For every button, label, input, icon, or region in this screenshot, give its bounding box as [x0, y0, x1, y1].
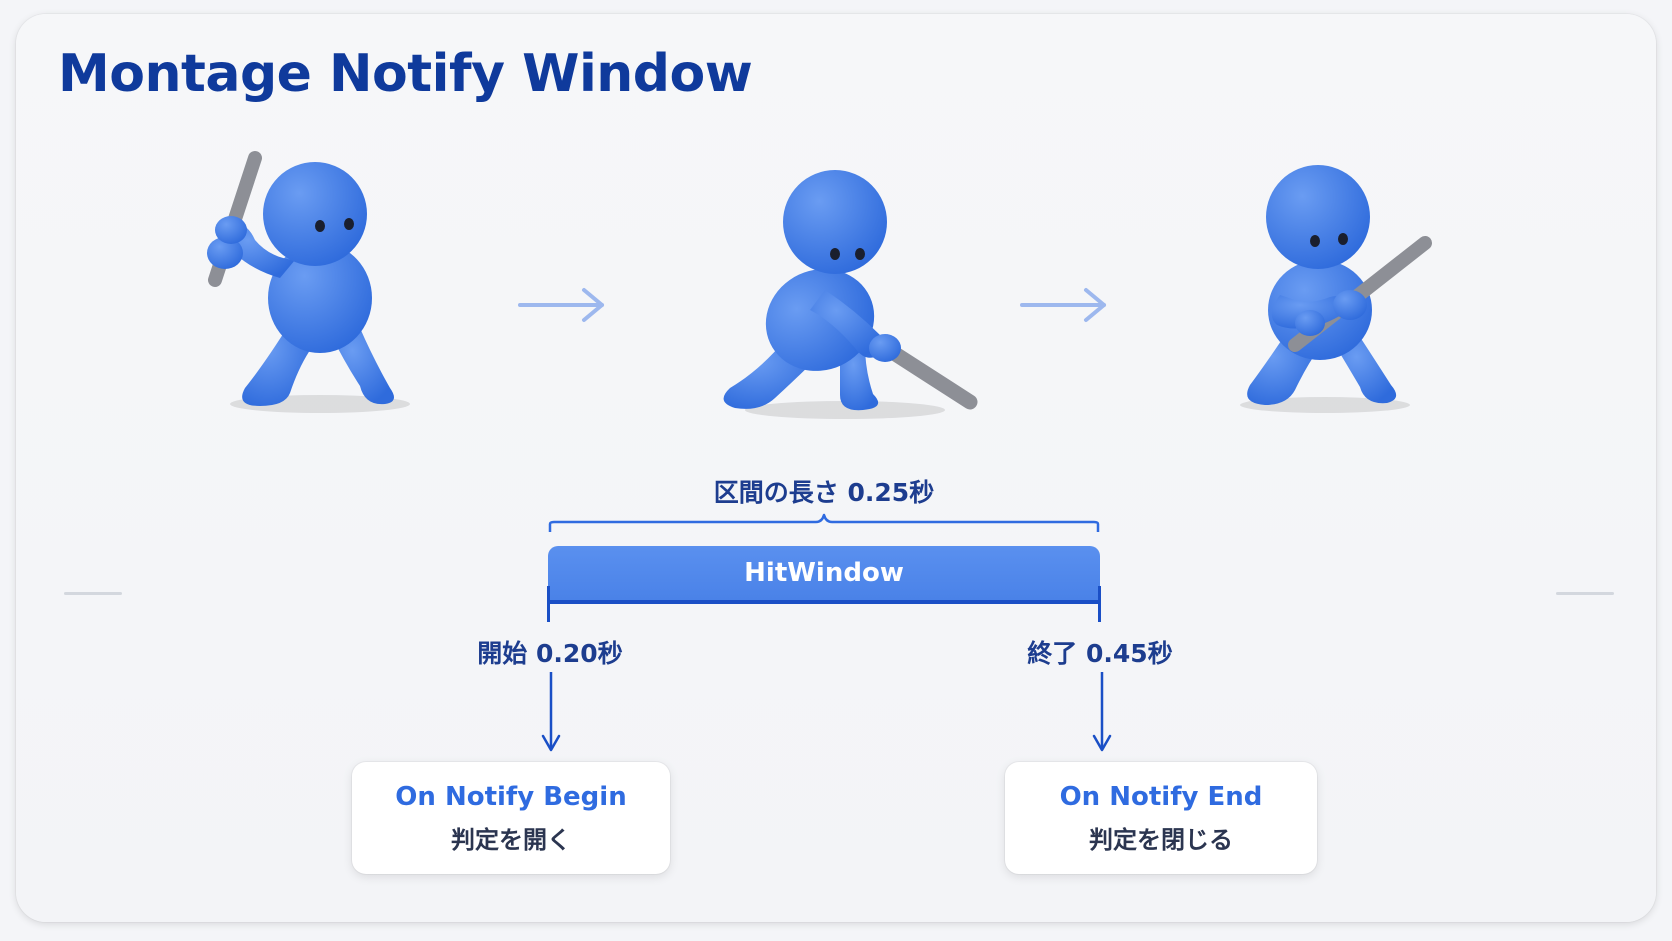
down-arrow-icon [539, 670, 563, 758]
start-tick [547, 586, 550, 622]
batter-windup-icon [195, 148, 415, 418]
right-dash [1556, 592, 1614, 595]
right-arrow-icon [518, 285, 608, 329]
diagram-card [16, 14, 1656, 922]
end-tick [1098, 586, 1101, 622]
start-label: 開始 0.20秒 [477, 639, 623, 668]
notify-end-name: On Notify End [1059, 781, 1263, 812]
notify-end-desc: 判定を閉じる [1089, 825, 1233, 854]
notify-begin-card: On Notify Begin 判定を開く [352, 762, 670, 874]
end-label: 終了 0.45秒 [1027, 639, 1173, 668]
notify-begin-name: On Notify Begin [395, 781, 627, 812]
batter-follow-through-icon [1225, 165, 1445, 425]
notify-begin-desc: 判定を開く [451, 825, 571, 854]
duration-label: 区間の長さ 0.25秒 [713, 478, 935, 507]
hit-window-label: HitWindow [744, 558, 904, 588]
left-dash [64, 592, 122, 595]
batter-swing-icon [715, 170, 985, 430]
right-arrow-icon [1020, 285, 1110, 329]
page-title: Montage Notify Window [58, 44, 753, 104]
down-arrow-icon [1090, 670, 1114, 758]
notify-end-card: On Notify End 判定を閉じる [1005, 762, 1317, 874]
hit-window-bar: HitWindow [548, 546, 1100, 604]
duration-brace [548, 512, 1100, 538]
